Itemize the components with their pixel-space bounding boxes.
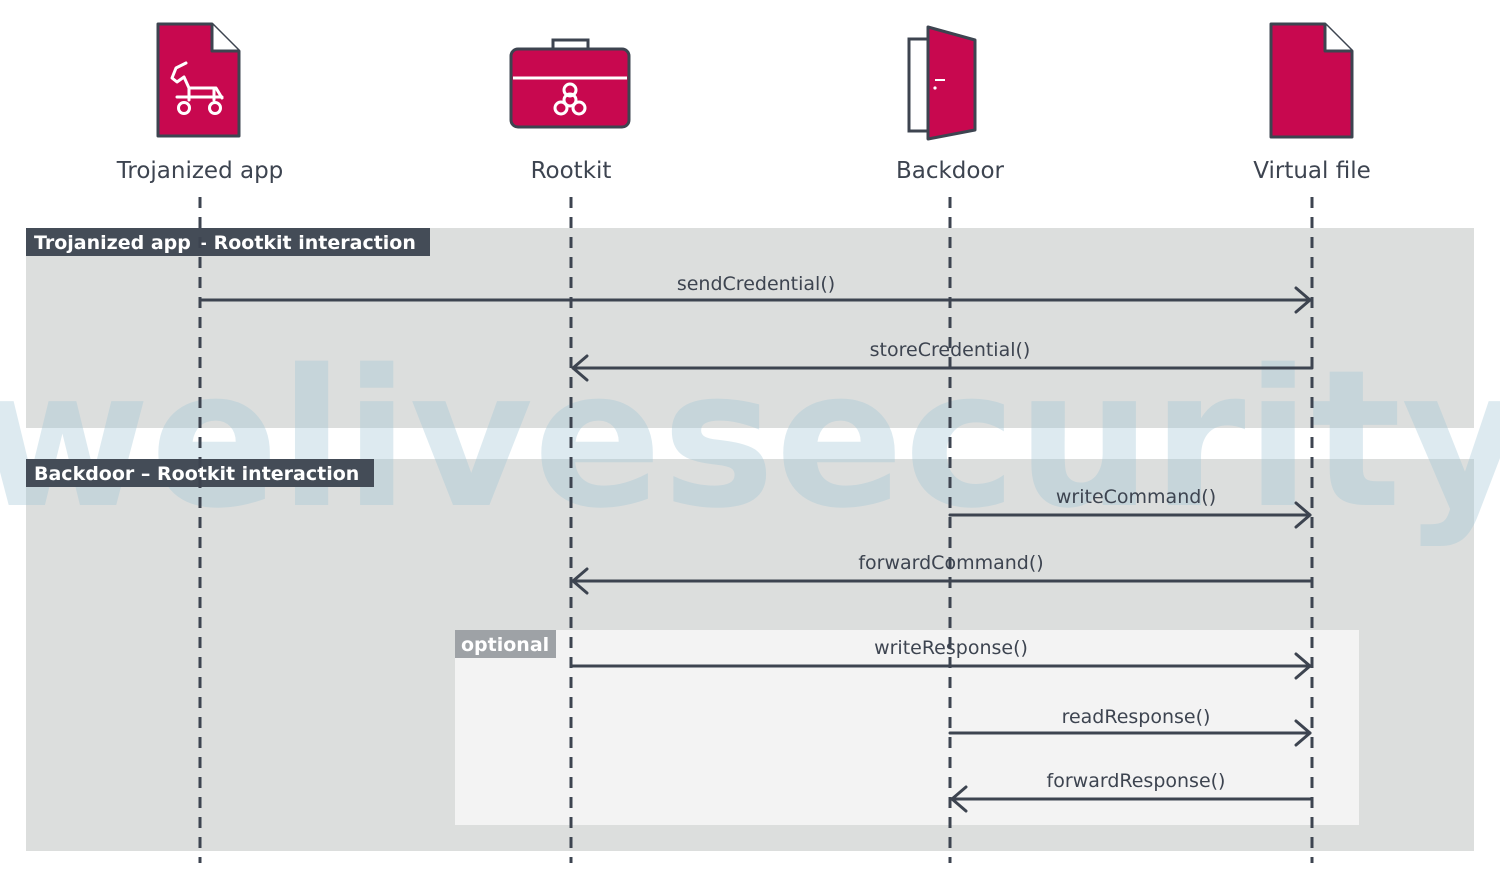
message-arrow-forward-response <box>950 785 1314 813</box>
group-title-optional: optional <box>461 634 549 656</box>
group-title-backdoor-rootkit: Backdoor – Rootkit interaction <box>34 463 359 485</box>
group-title-box-trojan-rootkit <box>26 228 430 256</box>
actor-label-backdoor: Backdoor <box>896 158 1005 184</box>
message-arrow-send-credential <box>198 286 1312 314</box>
group-panel-optional <box>455 630 1359 825</box>
message-arrow-read-response <box>948 719 1312 747</box>
group-title-trojan-rootkit: Trojanized app – Rootkit interaction <box>34 232 416 254</box>
message-label-send-credential: sendCredential() <box>677 273 835 295</box>
message-label-store-credential: storeCredential() <box>870 339 1031 361</box>
open-door-icon <box>907 25 977 141</box>
group-title-box-optional <box>455 630 556 658</box>
message-arrow-forward-command <box>571 567 1314 595</box>
trojan-horse-file-icon <box>156 22 241 138</box>
message-arrow-write-command <box>948 501 1312 529</box>
message-label-forward-command: forwardCommand() <box>858 552 1043 574</box>
message-label-forward-response: forwardResponse() <box>1047 770 1226 792</box>
toolbox-biohazard-icon <box>509 38 631 129</box>
file-icon <box>1269 22 1354 139</box>
actor-label-trojanized-app: Trojanized app <box>116 158 284 184</box>
message-arrow-store-credential <box>571 354 1314 382</box>
actor-label-rootkit: Rootkit <box>531 158 612 184</box>
message-label-write-command: writeCommand() <box>1056 486 1216 508</box>
message-label-read-response: readResponse() <box>1062 706 1211 728</box>
message-arrow-write-response <box>569 652 1312 680</box>
message-label-write-response: writeResponse() <box>874 637 1028 659</box>
group-panel-trojan-rootkit <box>26 228 1474 428</box>
actor-label-virtual-file: Virtual file <box>1253 158 1371 184</box>
watermark-text: welivesecurity <box>0 329 1500 550</box>
